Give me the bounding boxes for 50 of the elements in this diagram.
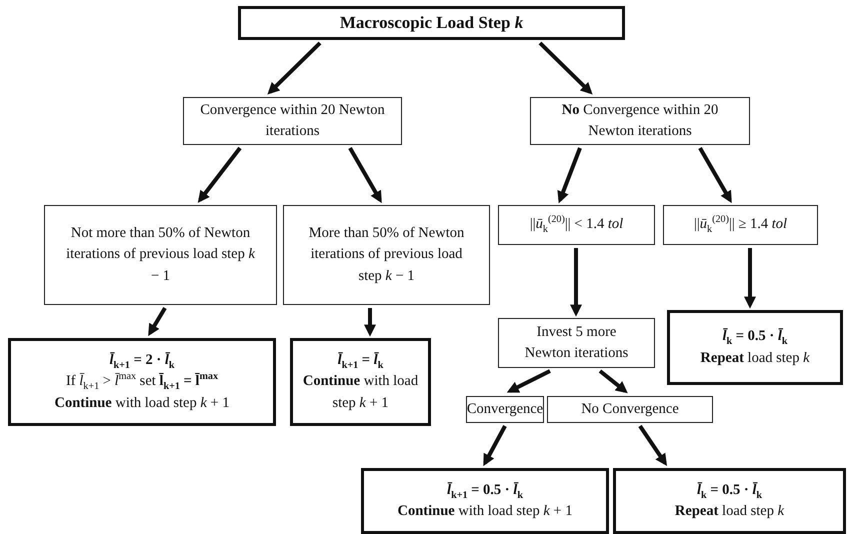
formula-text: l̄$_{k}$ = 0.5 · l̄$_{k}$ (696, 480, 764, 501)
formula-text: l̄$_{k+1}$ = l̄$_{k}$ (336, 351, 384, 372)
box-text: Repeat load step k (699, 348, 811, 368)
arrow (267, 42, 322, 95)
result-box (613, 468, 846, 534)
box-text: Continue with load step k + 1 (54, 394, 230, 412)
decision-box (498, 318, 655, 368)
decision-box (183, 97, 402, 145)
result-box (361, 468, 609, 534)
arrow (744, 248, 756, 309)
box-text: Invest 5 more Newton iterations (524, 322, 630, 363)
arrow (538, 42, 593, 95)
decision-box (547, 396, 713, 423)
arrow (148, 306, 167, 336)
box-text: No Convergence within 20 Newton iterations (560, 100, 720, 141)
decision-box (530, 97, 750, 145)
box-text: If l̄$_{k+1}$ > l̄$^{max}$ set l̄$_{k+1}$ = l̄$^{max}$ (64, 371, 220, 392)
box-text: Convergence (466, 400, 544, 419)
box-text: Repeat load step k (674, 502, 786, 521)
box-text: More than 50% of Newton iterations of previous load step k − 1 (308, 224, 466, 286)
decision-box (498, 205, 655, 245)
arrow (638, 424, 668, 466)
arrow (570, 248, 582, 317)
box-text: Continue with load step k + 1 (302, 372, 420, 412)
title-box (238, 6, 625, 40)
box-text: Continue with load step k + 1 (396, 502, 574, 521)
arrow (557, 147, 582, 204)
box-text: Macroscopic Load Step k (338, 12, 524, 34)
decision-box (283, 205, 490, 305)
result-box (290, 338, 431, 426)
decision-box (44, 205, 277, 305)
arrow (348, 147, 382, 204)
arrow (483, 425, 507, 466)
box-text: Convergence within 20 Newton iterations (199, 100, 386, 141)
box-text: ||ū$_{k}$$^{(20)}$|| ≥ 1.4 tol (692, 214, 788, 236)
arrow (698, 147, 732, 204)
arrow (364, 308, 376, 337)
result-box (667, 310, 843, 385)
decision-box (663, 205, 818, 245)
arrow (198, 146, 242, 203)
decision-box (466, 396, 544, 423)
box-text: ||ū$_{k}$$^{(20)}$|| < 1.4 tol (528, 214, 624, 236)
box-text: No Convergence (580, 400, 680, 419)
formula-text: l̄$_{k+1}$ = 2 · l̄$_{k}$ (108, 351, 176, 372)
formula-text: l̄$_{k+1}$ = 0.5 · l̄$_{k}$ (446, 480, 524, 501)
arrow (506, 369, 551, 393)
formula-text: l̄$_{k}$ = 0.5 · l̄$_{k}$ (721, 327, 789, 348)
box-text: Not more than 50% of Newton iterations of previous load step k − 1 (65, 224, 256, 286)
result-box (8, 338, 276, 426)
arrow (598, 369, 628, 394)
